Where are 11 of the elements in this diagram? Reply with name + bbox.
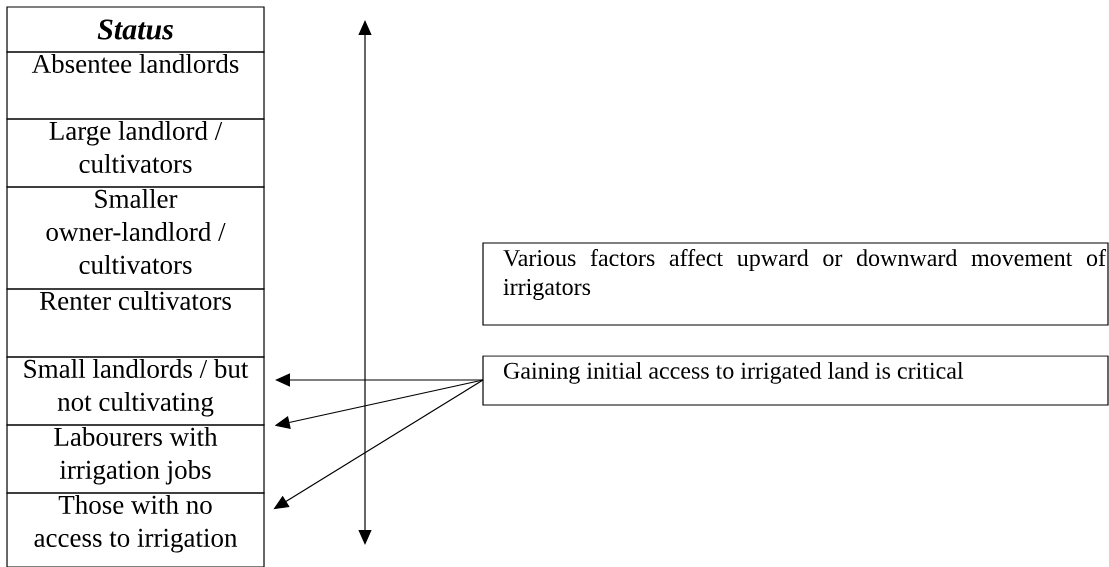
text-box: Various factors affect upward or downward movement of irrigators (482, 242, 1109, 326)
status-cell: Those with no access to irrigation (6, 492, 265, 567)
status-cell: Small landlords / but not cultivating (6, 356, 265, 426)
table-header-cell: Status (6, 6, 265, 53)
status-cell: Large landlord / cultivators (6, 118, 265, 188)
text-box: Gaining initial access to irrigated land is critical (482, 355, 1109, 406)
status-cell: Renter cultivators (6, 288, 265, 358)
arrow (275, 373, 484, 387)
status-cell: Absentee landlords (6, 51, 265, 120)
status-cell: Smaller owner-landlord / cultivators (6, 186, 265, 290)
status-cell: Labourers with irrigation jobs (6, 424, 265, 494)
